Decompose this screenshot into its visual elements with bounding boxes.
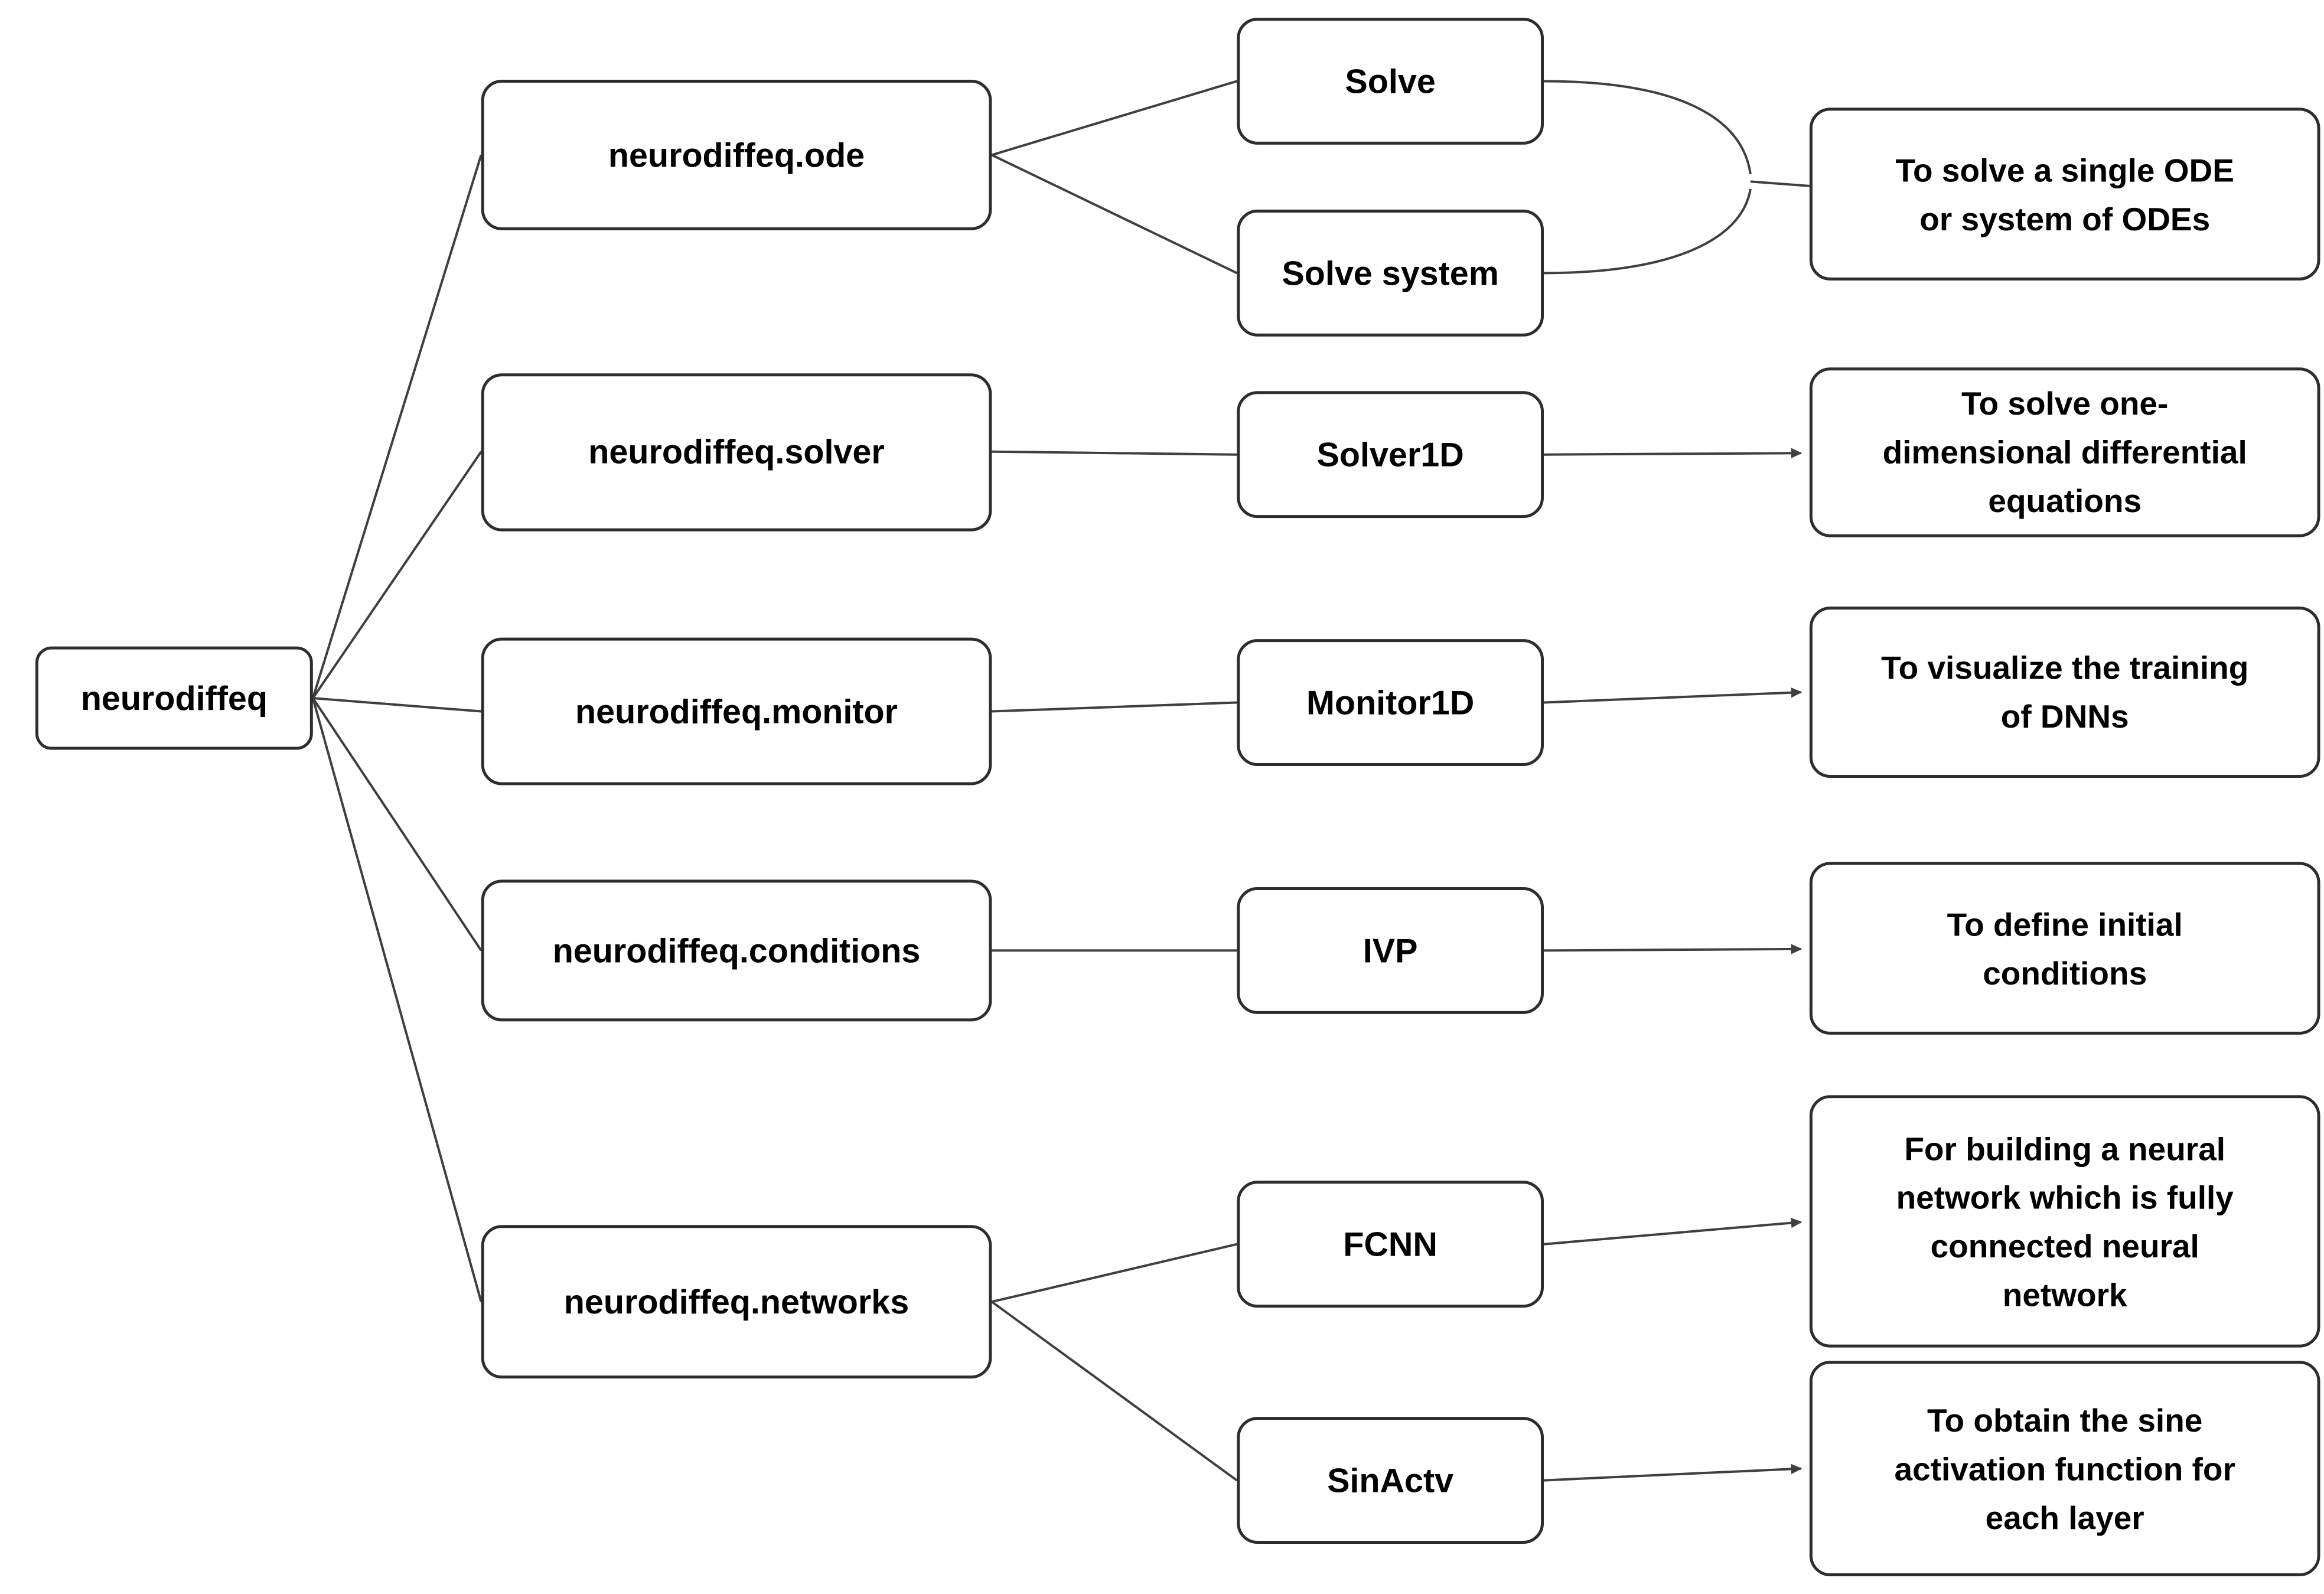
- node-fcnn-description-label: For building a neural network which is f…: [1896, 1130, 2234, 1313]
- node-solver-description: To solve one- dimensional differential e…: [1809, 367, 2320, 537]
- brace-solve: [1544, 80, 1752, 175]
- node-solve-system-label: Solve system: [1282, 253, 1499, 292]
- node-solve-label: Solve: [1345, 61, 1436, 100]
- node-neurodiffeq: neurodiffeq: [35, 646, 313, 750]
- node-solve-system: Solve system: [1237, 209, 1544, 337]
- node-ode-description-label: To solve a single ODE or system of ODEs: [1895, 151, 2234, 237]
- edge-solver1d-desc: [1544, 448, 1803, 459]
- edge-fcnn-desc: [1543, 1217, 1803, 1246]
- node-monitor1d-label: Monitor1D: [1306, 682, 1475, 721]
- node-neurodiffeq-monitor: neurodiffeq.monitor: [481, 637, 992, 785]
- node-neurodiffeq-solver-label: neurodiffeq.solver: [588, 432, 885, 471]
- node-solver1d: Solver1D: [1237, 391, 1544, 519]
- node-neurodiffeq-networks-label: neurodiffeq.networks: [563, 1282, 910, 1321]
- node-monitor-description-label: To visualize the training of DNNs: [1881, 649, 2249, 735]
- node-solve: Solve: [1237, 17, 1544, 145]
- edge-monitor1d-desc: [1543, 687, 1803, 704]
- edge-sinactv-desc: [1543, 1463, 1803, 1482]
- node-sinactv: SinActv: [1237, 1417, 1544, 1544]
- edge-ode-solvesystem: [991, 154, 1238, 275]
- node-neurodiffeq-networks: neurodiffeq.networks: [481, 1225, 992, 1379]
- node-monitor-description: To visualize the training of DNNs: [1809, 607, 2320, 778]
- edge-root-ode: [311, 154, 483, 699]
- brace-solvesystem: [1544, 188, 1752, 275]
- edge-root-networks: [311, 697, 483, 1302]
- edge-monitor-monitor1d: [992, 701, 1237, 713]
- node-neurodiffeq-conditions-label: neurodiffeq.conditions: [552, 930, 921, 969]
- edge-solver-solver1d: [992, 450, 1237, 456]
- node-ivp-label: IVP: [1363, 930, 1418, 969]
- node-sinactv-label: SinActv: [1327, 1460, 1454, 1499]
- node-fcnn-label: FCNN: [1343, 1224, 1438, 1263]
- node-neurodiffeq-conditions: neurodiffeq.conditions: [481, 879, 992, 1022]
- edge-root-solver: [312, 451, 483, 699]
- node-neurodiffeq-ode: neurodiffeq.ode: [481, 79, 992, 230]
- edge-networks-fcnn: [991, 1243, 1237, 1303]
- edge-networks-sinactv: [991, 1300, 1238, 1482]
- node-fcnn: FCNN: [1237, 1181, 1544, 1308]
- node-neurodiffeq-monitor-label: neurodiffeq.monitor: [575, 691, 898, 730]
- node-ivp-description-label: To define initial conditions: [1947, 905, 2183, 992]
- node-sinactv-description-label: To obtain the sine activation function f…: [1894, 1401, 2235, 1536]
- edge-brace-odedesc: [1750, 180, 1810, 187]
- node-ivp: IVP: [1237, 886, 1544, 1014]
- node-solver-description-label: To solve one- dimensional differential e…: [1882, 385, 2247, 520]
- node-neurodiffeq-ode-label: neurodiffeq.ode: [608, 135, 865, 174]
- node-monitor1d: Monitor1D: [1237, 639, 1544, 767]
- node-neurodiffeq-solver: neurodiffeq.solver: [481, 373, 992, 532]
- node-ivp-description: To define initial conditions: [1809, 862, 2320, 1035]
- edge-ode-solve: [991, 80, 1237, 157]
- node-ode-description: To solve a single ODE or system of ODEs: [1809, 107, 2320, 281]
- node-neurodiffeq-label: neurodiffeq: [80, 678, 268, 717]
- edge-root-conditions: [312, 697, 483, 951]
- edge-root-monitor: [312, 697, 481, 713]
- node-solver1d-label: Solver1D: [1316, 434, 1464, 473]
- edge-ivp-desc: [1544, 944, 1803, 954]
- node-sinactv-description: To obtain the sine activation function f…: [1809, 1361, 2320, 1577]
- node-fcnn-description: For building a neural network which is f…: [1809, 1095, 2320, 1348]
